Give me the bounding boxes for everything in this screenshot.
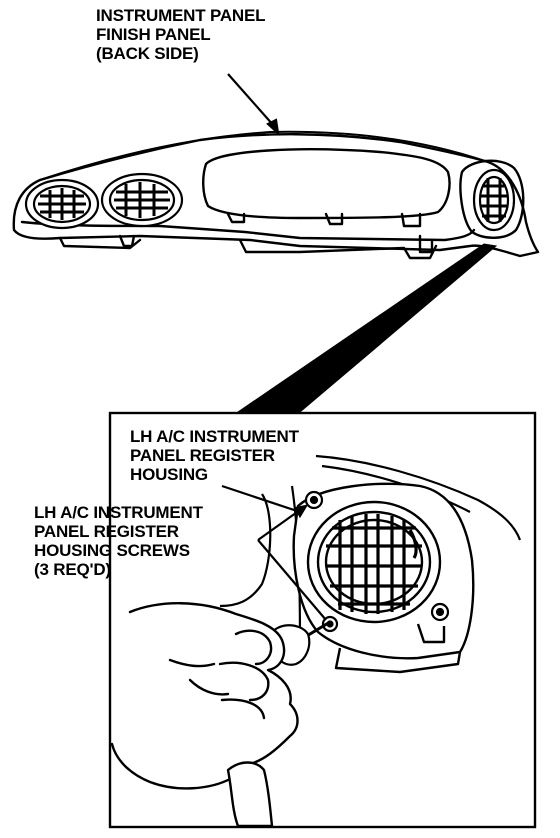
housing-screws-label-line-4: (3 REQ'D) <box>34 560 111 579</box>
register-housing-label: LH A/C INSTRUMENT PANEL REGISTER HOUSING <box>130 427 299 484</box>
finish-panel-right-louvers <box>480 178 508 222</box>
detail-leaders <box>221 484 327 621</box>
housing-screws-label-line-1: LH A/C INSTRUMENT <box>34 503 203 522</box>
housing-screws-label-line-3: HOUSING SCREWS <box>34 541 190 560</box>
finish-panel-right-vent <box>472 168 516 232</box>
zoom-wedge <box>236 243 498 413</box>
finish-panel-drawing <box>12 130 540 260</box>
finish-panel-label-line-3: (BACK SIDE) <box>96 44 199 63</box>
register-housing-label-line-1: LH A/C INSTRUMENT <box>130 427 299 446</box>
register-housing-label-line-3: HOUSING <box>130 465 208 484</box>
register-louvers <box>326 514 422 614</box>
housing-screws-label-line-2: PANEL REGISTER <box>34 522 179 541</box>
finish-panel-leader <box>227 73 280 136</box>
finish-panel-label-line-1: INSTRUMENT PANEL <box>96 6 266 25</box>
finish-panel-left-louvers <box>38 182 170 220</box>
housing-screws <box>304 490 450 633</box>
register-housing-label-line-2: PANEL REGISTER <box>130 446 275 465</box>
housing-screws-label: LH A/C INSTRUMENT PANEL REGISTER HOUSING… <box>34 503 203 579</box>
finish-panel-label: INSTRUMENT PANEL FINISH PANEL (BACK SIDE… <box>96 6 266 63</box>
hand-drawing <box>110 602 299 828</box>
finish-panel-label-line-2: FINISH PANEL <box>96 25 211 44</box>
